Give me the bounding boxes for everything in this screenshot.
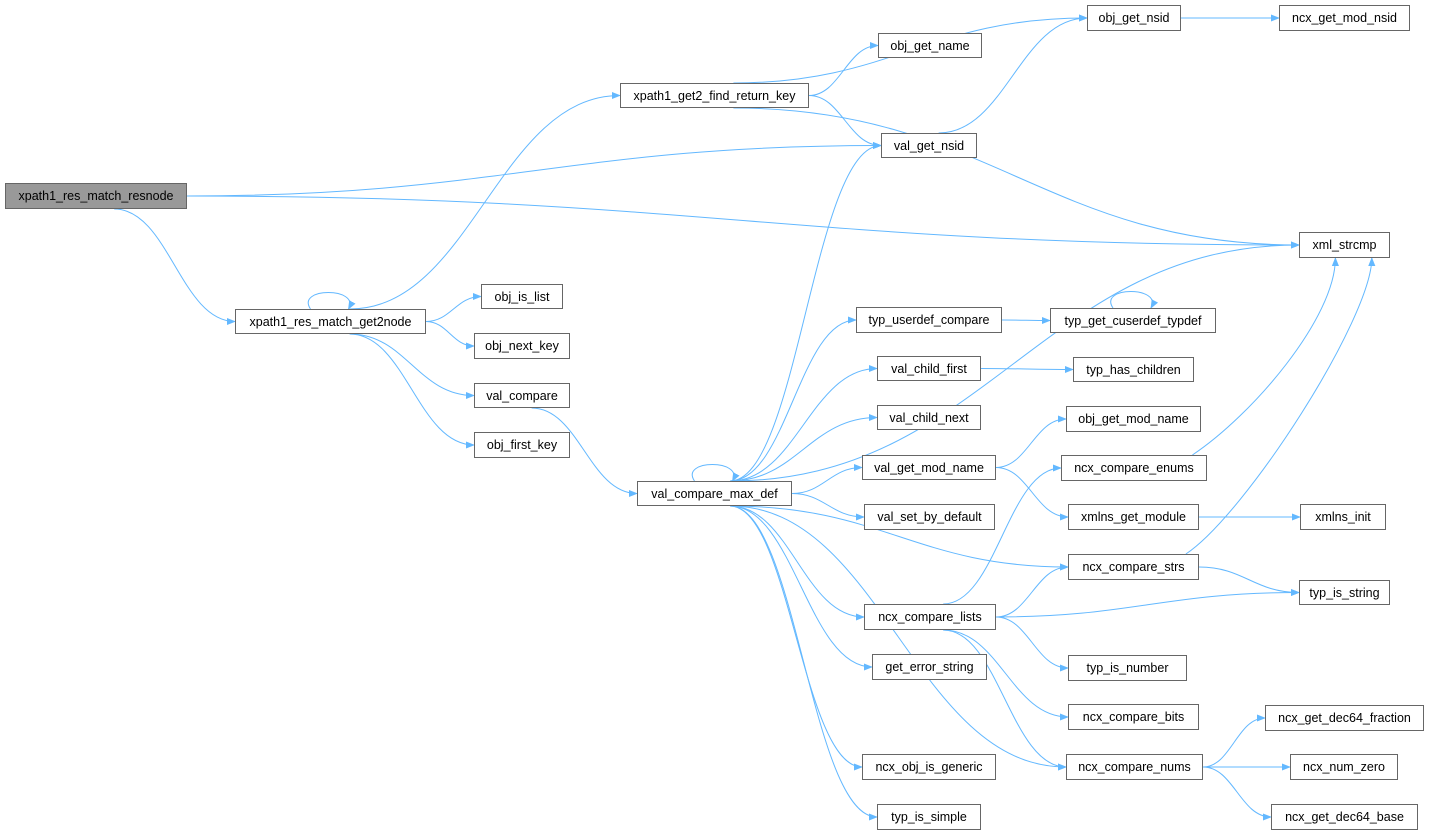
node-obj-first-key[interactable]: obj_first_key xyxy=(474,432,570,458)
edge-ncx-compare-lists-to-ncx-compare-enums xyxy=(943,464,1062,605)
node-ncx-obj-is-generic[interactable]: ncx_obj_is_generic xyxy=(862,754,996,780)
node-ncx-num-zero[interactable]: ncx_num_zero xyxy=(1290,754,1398,780)
node-ncx-compare-nums[interactable]: ncx_compare_nums xyxy=(1066,754,1203,780)
node-obj-is-list[interactable]: obj_is_list xyxy=(481,284,563,309)
node-ncx-compare-enums[interactable]: ncx_compare_enums xyxy=(1061,455,1207,481)
edge-ncx-compare-lists-to-ncx-compare-bits xyxy=(943,629,1069,721)
node-obj-get-mod-name[interactable]: obj_get_mod_name xyxy=(1066,406,1201,432)
node-val-child-next[interactable]: val_child_next xyxy=(877,405,981,430)
edge-max-def-to-ncx-compare-lists xyxy=(729,505,865,621)
edge-ncx-compare-nums-to-ncx-get-dec64-fraction xyxy=(1202,714,1266,768)
edge-get2node-to-get2node xyxy=(307,292,356,310)
edge-find-return-key-to-xml-strcmp xyxy=(733,107,1300,249)
edge-ncx-compare-lists-to-ncx-compare-strs xyxy=(995,563,1069,618)
edge-resnode-to-get2node xyxy=(114,208,236,326)
edge-get2node-to-obj-is-list xyxy=(425,292,482,322)
edge-ncx-compare-enums-to-xml-strcmp xyxy=(1192,257,1339,456)
node-val-compare[interactable]: val_compare xyxy=(474,383,570,408)
edge-ncx-compare-lists-to-ncx-compare-nums xyxy=(943,629,1067,771)
node-get2node[interactable]: xpath1_res_match_get2node xyxy=(235,309,426,334)
edge-max-def-to-typ-is-simple xyxy=(729,505,878,821)
edge-typ-get-cuserdef-typdef-to-typ-get-cuserdef-typdef xyxy=(1110,291,1159,309)
node-resnode[interactable]: xpath1_res_match_resnode xyxy=(5,183,187,209)
edge-max-def-to-ncx-compare-strs xyxy=(729,505,1069,571)
edge-max-def-to-val-child-next xyxy=(729,413,878,482)
edge-max-def-to-val-set-by-default xyxy=(791,493,865,521)
edge-val-get-mod-name-to-obj-get-mod-name xyxy=(995,415,1067,468)
edge-get2node-to-obj-first-key xyxy=(349,333,475,449)
edge-max-def-to-ncx-obj-is-generic xyxy=(729,505,863,771)
edge-val-get-nsid-to-obj-get-nsid xyxy=(938,14,1088,134)
edge-val-compare-to-max-def xyxy=(531,407,638,498)
node-typ-get-cuserdef-typdef[interactable]: typ_get_cuserdef_typdef xyxy=(1050,308,1216,333)
edge-max-def-to-ncx-compare-nums xyxy=(729,505,1067,771)
edge-max-def-to-max-def xyxy=(691,464,740,482)
node-obj-next-key[interactable]: obj_next_key xyxy=(474,333,570,359)
node-xmlns-get-module[interactable]: xmlns_get_module xyxy=(1068,504,1199,530)
node-val-set-by-default[interactable]: val_set_by_default xyxy=(864,504,995,530)
node-ncx-get-dec64-base[interactable]: ncx_get_dec64_base xyxy=(1271,804,1418,830)
edge-max-def-to-get-error-string xyxy=(729,505,873,671)
node-ncx-compare-strs[interactable]: ncx_compare_strs xyxy=(1068,554,1199,580)
edge-ncx-compare-strs-to-xml-strcmp xyxy=(1185,257,1376,555)
node-val-child-first[interactable]: val_child_first xyxy=(877,356,981,381)
edge-get2node-to-val-compare xyxy=(349,333,475,400)
node-ncx-compare-lists[interactable]: ncx_compare_lists xyxy=(864,604,996,630)
edge-resnode-to-xml-strcmp xyxy=(186,195,1300,249)
edge-ncx-compare-lists-to-typ-is-string xyxy=(995,588,1300,618)
edge-max-def-to-xml-strcmp xyxy=(729,241,1300,482)
node-val-get-nsid[interactable]: val_get_nsid xyxy=(881,133,977,158)
node-typ-is-string[interactable]: typ_is_string xyxy=(1299,580,1390,605)
node-typ-userdef-compare[interactable]: typ_userdef_compare xyxy=(856,307,1002,333)
edge-ncx-compare-nums-to-ncx-get-dec64-base xyxy=(1202,766,1272,821)
node-typ-is-simple[interactable]: typ_is_simple xyxy=(877,804,981,830)
node-obj-get-name[interactable]: obj_get_name xyxy=(878,33,982,58)
node-ncx-compare-bits[interactable]: ncx_compare_bits xyxy=(1068,704,1199,730)
edge-ncx-compare-lists-to-typ-is-number xyxy=(995,616,1069,672)
node-typ-has-children[interactable]: typ_has_children xyxy=(1073,357,1194,382)
node-typ-is-number[interactable]: typ_is_number xyxy=(1068,655,1187,681)
node-find-return-key[interactable]: xpath1_get2_find_return_key xyxy=(620,83,809,108)
edge-get2node-to-find-return-key xyxy=(349,91,621,310)
edge-get2node-to-obj-next-key xyxy=(425,321,475,350)
edge-val-child-first-to-typ-has-children xyxy=(980,365,1074,374)
node-val-get-mod-name[interactable]: val_get_mod_name xyxy=(862,455,996,480)
edge-max-def-to-val-get-nsid xyxy=(729,141,882,482)
edge-find-return-key-to-obj-get-name xyxy=(808,41,879,96)
node-ncx-get-dec64-fraction[interactable]: ncx_get_dec64_fraction xyxy=(1265,705,1424,731)
edge-typ-userdef-compare-to-typ-get-cuserdef-typdef xyxy=(1001,316,1051,325)
edge-find-return-key-to-val-get-nsid xyxy=(808,95,882,150)
node-ncx-get-mod-nsid[interactable]: ncx_get_mod_nsid xyxy=(1279,5,1410,31)
edge-resnode-to-val-get-nsid xyxy=(186,141,882,197)
edge-val-get-mod-name-to-xmlns-get-module xyxy=(995,467,1069,521)
node-obj-get-nsid[interactable]: obj_get_nsid xyxy=(1087,5,1181,31)
edge-max-def-to-val-child-first xyxy=(729,364,878,482)
edge-max-def-to-val-get-mod-name xyxy=(791,463,863,494)
node-xml-strcmp[interactable]: xml_strcmp xyxy=(1299,232,1390,258)
node-max-def[interactable]: val_compare_max_def xyxy=(637,481,792,506)
node-xmlns-init[interactable]: xmlns_init xyxy=(1300,504,1386,530)
edge-ncx-compare-strs-to-typ-is-string xyxy=(1198,566,1300,597)
node-get-error-string[interactable]: get_error_string xyxy=(872,654,987,680)
edge-max-def-to-typ-userdef-compare xyxy=(729,316,857,482)
